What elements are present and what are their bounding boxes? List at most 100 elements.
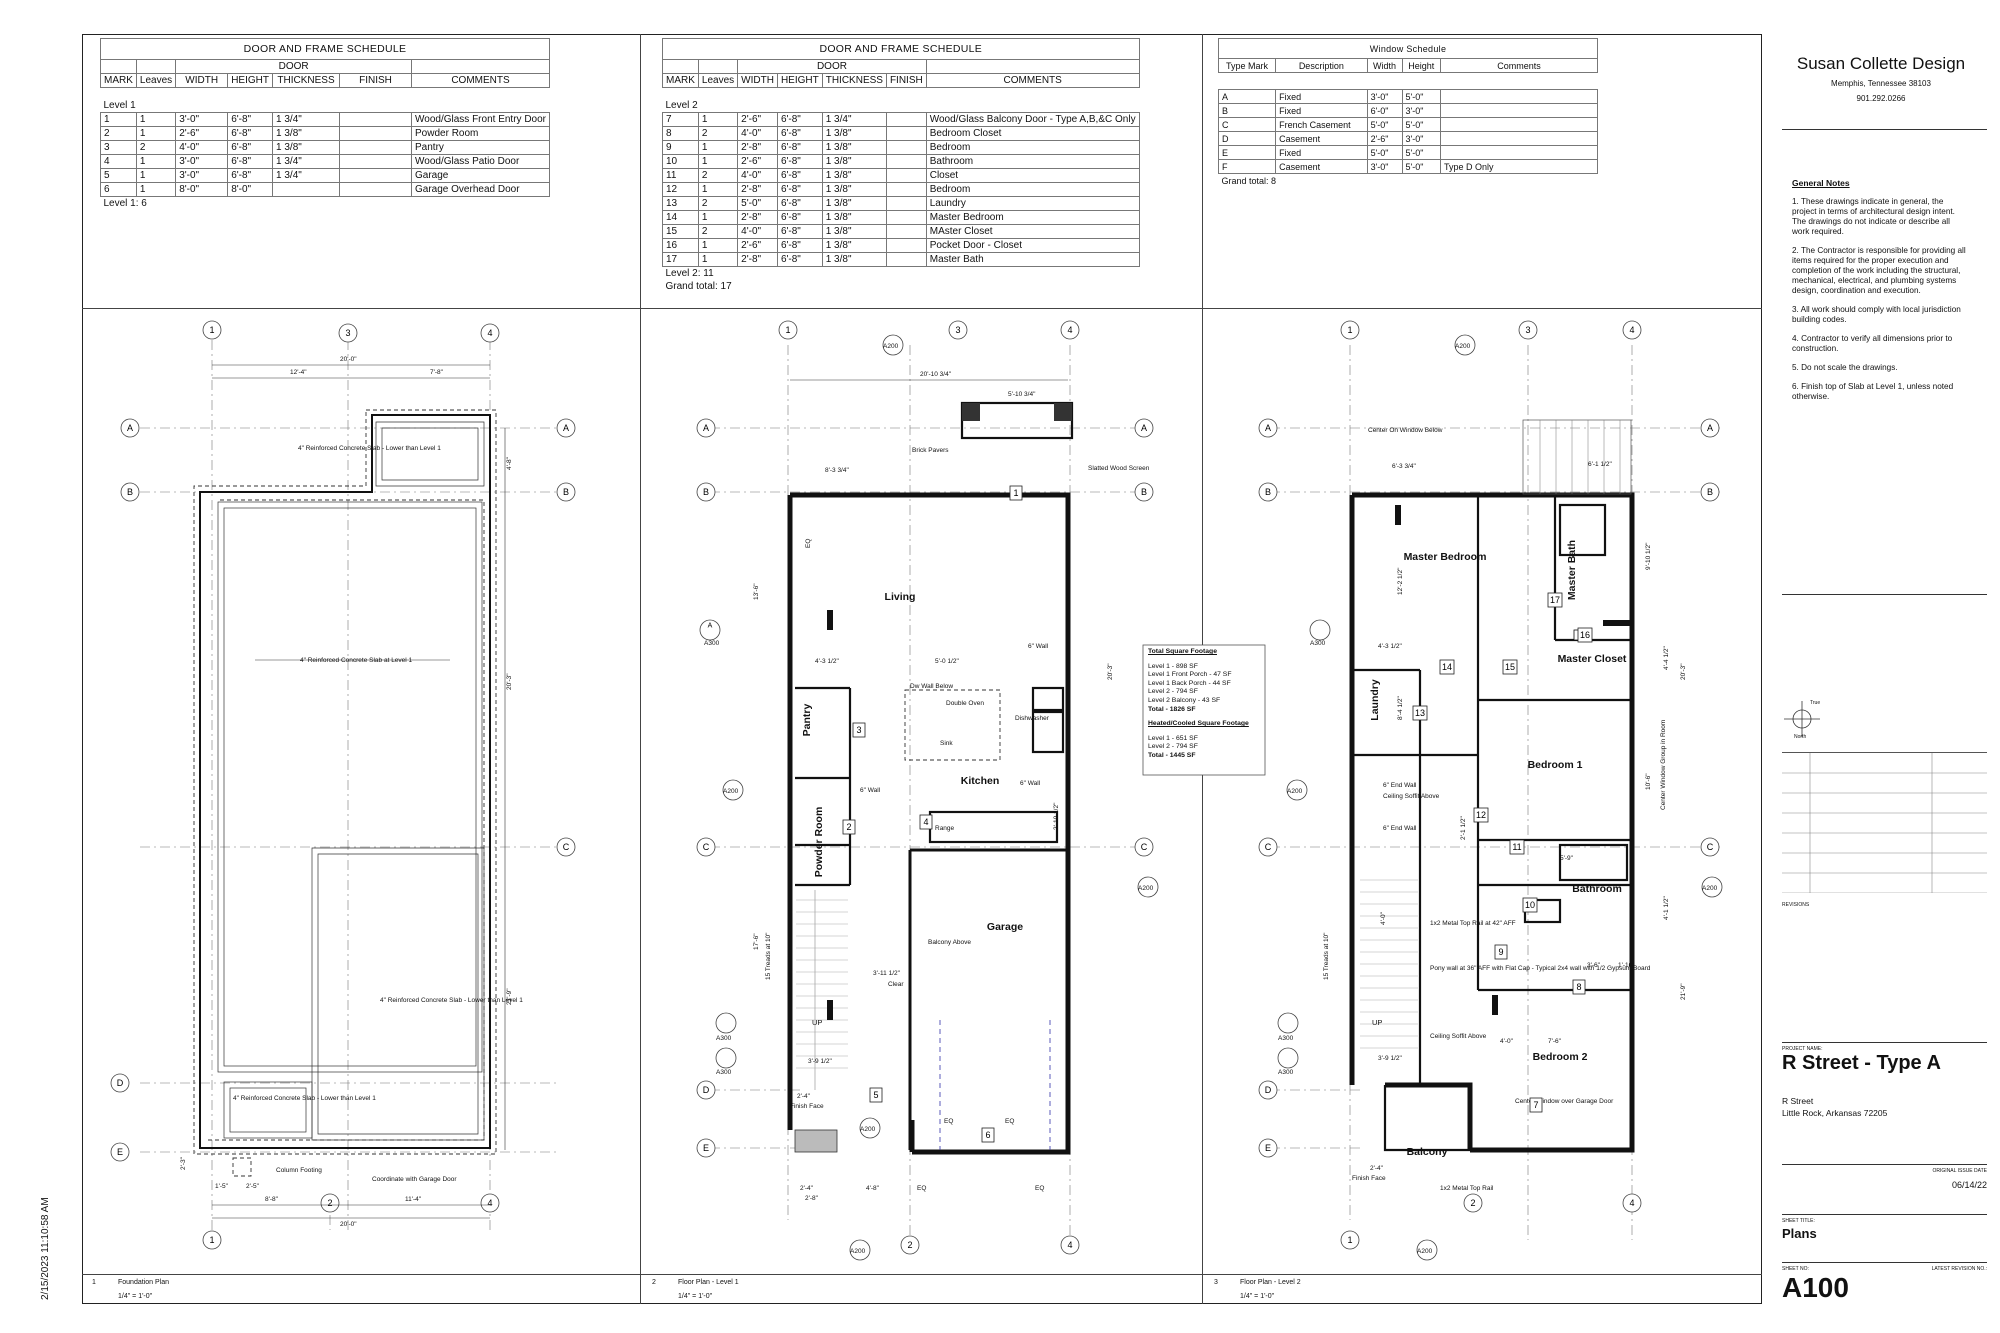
project-name: R Street - Type A [1782,1052,1941,1074]
svg-text:7'-6": 7'-6" [1548,1038,1562,1045]
table-cell: 1 [697,252,739,267]
view-label-foundation: 1 Foundation Plan 1/4" = 1'-0" [82,1274,640,1305]
svg-text:16: 16 [1580,630,1590,640]
level2-grid [1270,345,1720,1240]
svg-text:7'-8": 7'-8" [430,369,444,376]
svg-text:A200: A200 [1702,885,1718,892]
svg-text:5'-10 3/4": 5'-10 3/4" [1008,391,1036,398]
svg-text:Double Oven: Double Oven [946,700,984,707]
svg-text:A300: A300 [1278,1069,1294,1076]
svg-text:3'-11 1/2": 3'-11 1/2" [873,970,901,977]
svg-text:Clear: Clear [888,981,904,988]
total-sf: Total - 1826 SF [1148,705,1196,713]
svg-text:9'-10 1/2": 9'-10 1/2" [1645,542,1652,570]
schedule-bottom-line [82,308,1762,309]
svg-text:4'-8": 4'-8" [866,1185,880,1192]
svg-text:4'-0": 4'-0" [1500,1038,1514,1045]
svg-text:20'-0": 20'-0" [340,356,357,363]
revisions-table [1782,752,1987,894]
svg-text:C: C [1707,842,1714,852]
svg-text:1'-10": 1'-10" [1618,962,1635,969]
svg-text:A200: A200 [723,788,739,795]
svg-text:C: C [1265,842,1272,852]
svg-text:2'-3": 2'-3" [180,1156,187,1170]
svg-text:1: 1 [209,1235,214,1245]
general-note: 2. The Contractor is responsible for pro… [1792,246,1966,295]
svg-text:4: 4 [1067,325,1072,335]
table-cell: 5'-0" [1401,159,1442,174]
svg-text:17'-6": 17'-6" [753,933,760,950]
svg-text:A: A [1141,423,1147,433]
svg-text:3: 3 [955,325,960,335]
svg-text:12'-4": 12'-4" [290,369,307,376]
table-cell: 1 [135,168,177,183]
svg-text:6" Wall: 6" Wall [1020,780,1041,787]
svg-text:A200: A200 [1455,343,1471,350]
svg-text:4'-3 1/2": 4'-3 1/2" [815,658,839,665]
level1-grid-bubbles: 1 3 4 2 4 A A B B C C D E [696,320,1154,1255]
sf-line: Level 1 Back Porch - 44 SF [1148,679,1231,687]
svg-text:2'-4": 2'-4" [1370,1165,1384,1172]
svg-text:2'-8": 2'-8" [805,1195,819,1202]
table-cell: Casement [1275,159,1368,174]
svg-text:11'-4": 11'-4" [405,1196,422,1203]
svg-text:EQ: EQ [805,539,812,548]
sheet-no-label: SHEET NO: [1782,1266,1809,1272]
svg-text:8'-4 1/2": 8'-4 1/2" [1397,696,1404,720]
svg-text:Coordinate with Garage Door: Coordinate with Garage Door [372,1176,457,1183]
firm-name: Susan Collette Design [1796,54,1966,73]
table-cell: 1 [135,182,177,197]
svg-text:Bathroom: Bathroom [1572,883,1622,895]
level-label: Level 2 [665,100,698,111]
svg-text:20'-3": 20'-3" [506,673,513,690]
level2-annotations: Center On Window Below 6" End Wall Ceili… [1323,427,1687,1192]
svg-text:D: D [117,1078,124,1088]
svg-text:1: 1 [209,325,214,335]
svg-text:B: B [1265,487,1271,497]
svg-text:A200: A200 [1138,885,1154,892]
svg-text:Pantry: Pantry [801,704,813,737]
svg-text:4: 4 [923,817,928,827]
svg-text:1: 1 [1013,488,1018,498]
svg-text:13: 13 [1415,708,1425,718]
level2-section-marks: A200 A300 A200 A200 A300 A300 A200 [1277,334,1723,1261]
svg-text:11: 11 [1512,842,1521,852]
svg-text:8'-8": 8'-8" [265,1196,279,1203]
svg-text:A: A [127,423,133,433]
foundation-grid-bubbles: 1 3 4 1 2 4 A A B B C D E [110,320,576,1250]
view-label-level-2: 3 Floor Plan - Level 2 1/4" = 1'-0" [1202,1274,1762,1305]
address-line-1: R Street [1782,1096,1814,1106]
general-notes-title: General Notes [1792,178,1850,188]
svg-text:5'-0 1/2": 5'-0 1/2" [935,658,959,665]
svg-text:E: E [703,1143,709,1153]
level1-grid [710,345,1140,1240]
svg-text:C: C [1141,842,1148,852]
svg-text:Ceiling Soffit Above: Ceiling Soffit Above [1383,793,1440,800]
svg-text:17: 17 [1550,595,1560,605]
svg-text:A: A [708,623,713,630]
svg-text:D: D [703,1085,710,1095]
sf-heated-line: Level 2 - 794 SF [1148,743,1198,751]
svg-text:A200: A200 [1417,1248,1433,1255]
svg-text:A300: A300 [704,640,720,647]
svg-text:Master Bath: Master Bath [1566,540,1578,600]
svg-text:EQ: EQ [1035,1185,1044,1192]
svg-text:Column Footing: Column Footing [276,1167,322,1174]
svg-text:6" End Wall: 6" End Wall [1383,782,1417,789]
svg-text:3: 3 [1525,325,1530,335]
svg-text:Master Bedroom: Master Bedroom [1404,551,1487,563]
sf-line: Level 2 Balcony - 43 SF [1148,696,1221,704]
svg-text:6" Wall: 6" Wall [1028,643,1049,650]
svg-text:10'-6": 10'-6" [1645,773,1652,790]
svg-text:2'-4": 2'-4" [800,1185,814,1192]
svg-text:Balcony Above: Balcony Above [928,939,971,946]
svg-text:4: 4 [1067,1240,1072,1250]
svg-text:8: 8 [1576,982,1581,992]
table-cell: 6'-8" [776,252,823,267]
table-cell: Garage Overhead Door [411,182,550,197]
svg-text:A200: A200 [860,1126,876,1133]
